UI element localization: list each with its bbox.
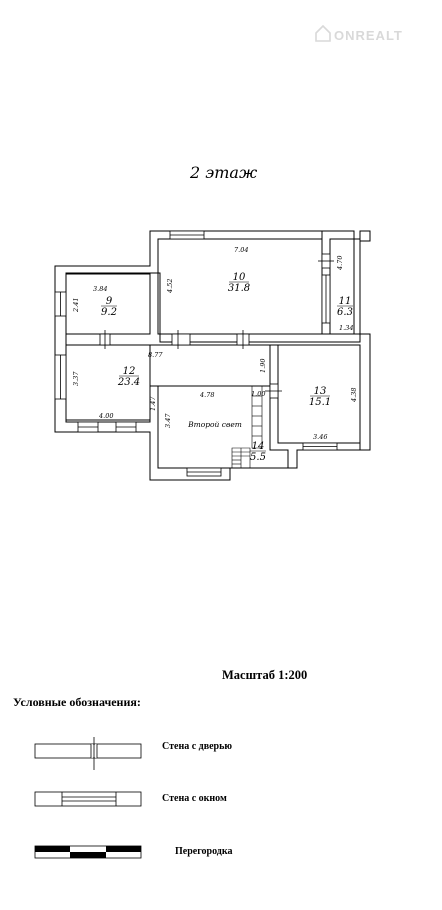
scale-label: Масштаб 1:200 (222, 668, 307, 682)
door (171, 330, 191, 349)
dim-r13-width: 3.46 (313, 433, 327, 441)
column (359, 230, 371, 242)
window (115, 421, 137, 433)
door (265, 383, 282, 399)
legend-partition-label: Перегородка (175, 846, 232, 857)
floor-title: 2 этаж (189, 163, 258, 182)
watermark-text: ONREALT (334, 28, 403, 43)
room-9-number: 9 (106, 296, 113, 307)
room-labels: 9 9.2 10 31.8 11 6.3 12 23.4 13 15.1 14 … (101, 272, 353, 463)
dim-r13-height: 4.38 (350, 388, 358, 403)
dim-void-height: 3.47 (164, 413, 172, 428)
room-14-number: 14 (252, 441, 265, 452)
window (302, 442, 338, 451)
dim-stair-width: 1.00 (251, 390, 265, 398)
window (77, 421, 99, 433)
legend-door-symbol (34, 737, 142, 770)
dim-r12-bottom: 4.00 (98, 412, 113, 420)
watermark: ONREALT (315, 24, 403, 43)
dim-void-width: 4.78 (199, 391, 214, 399)
dim-r10-height: 4.52 (166, 279, 174, 294)
legend-door-label: Стена с дверью (162, 741, 232, 752)
room-11-number: 11 (339, 296, 352, 307)
staircase (231, 386, 263, 468)
house-icon (315, 24, 331, 42)
dim-r11-height: 4.70 (336, 256, 344, 271)
room-13-area: 15.1 (309, 397, 331, 408)
legend-partition-symbol (34, 845, 142, 859)
windows (54, 230, 338, 477)
legend-window-symbol (34, 791, 142, 807)
room-14-area: 5.5 (250, 452, 266, 463)
door (318, 253, 334, 269)
window (54, 291, 67, 317)
legend-title: Условные обозначения: (13, 695, 141, 709)
room-10-number: 10 (233, 272, 246, 283)
dim-r9-width: 3.84 (93, 285, 107, 293)
doors (99, 253, 334, 399)
dim-r9-height: 2.41 (72, 298, 80, 313)
dim-r12-width: 8.77 (148, 351, 163, 359)
room-13-number: 13 (314, 386, 327, 397)
dim-r11-width: 1.34 (339, 324, 353, 332)
door (236, 330, 250, 349)
window (54, 354, 67, 400)
room-12-outline (65, 344, 271, 423)
room-10-area: 31.8 (228, 283, 250, 294)
door (99, 330, 111, 349)
legend: Условные обозначения: Стена с дверью Сте… (13, 695, 232, 859)
dim-stair-height: 1.90 (259, 359, 267, 373)
legend-window-label: Стена с окном (162, 793, 227, 804)
window (169, 230, 205, 240)
room-9-area: 9.2 (101, 307, 117, 318)
second-light-label: Второй свет (187, 420, 242, 429)
room-12-number: 12 (123, 366, 136, 377)
dim-r12-gap: 1.47 (149, 396, 157, 411)
dim-r10-width: 7.04 (234, 246, 248, 254)
dimension-labels: 7.04 4.52 4.70 1.34 3.84 2.41 8.77 3.37 … (72, 246, 358, 441)
room-11-outline (329, 238, 361, 335)
window (186, 467, 222, 477)
room-11-area: 6.3 (337, 307, 353, 318)
room-12-area: 23.4 (117, 377, 140, 388)
dim-r12-height: 3.37 (72, 371, 80, 386)
window (321, 274, 331, 324)
